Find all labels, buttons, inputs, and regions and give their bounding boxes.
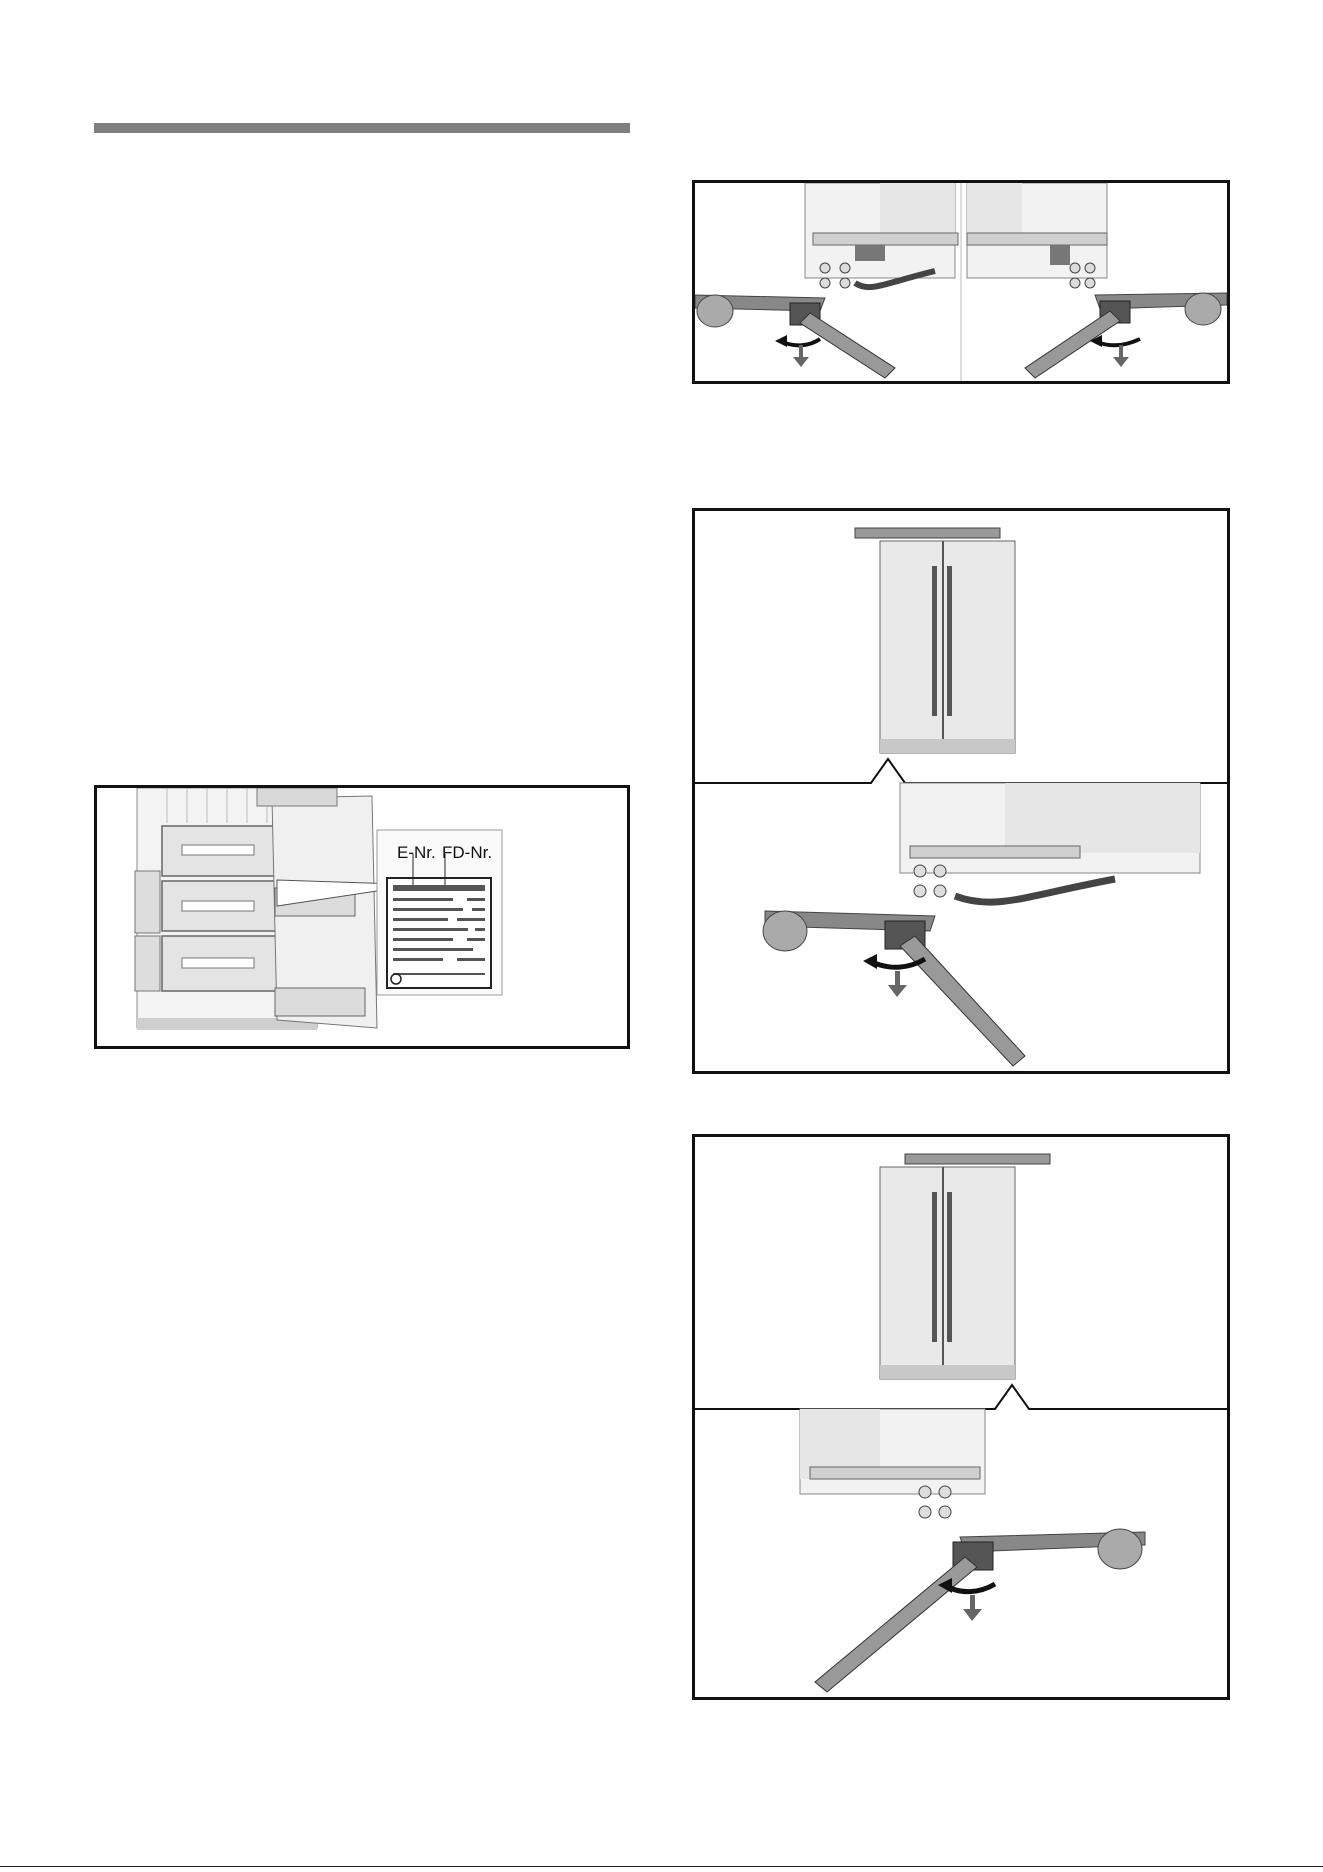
refrigerator-level-left-illustration bbox=[695, 511, 1227, 1071]
spirit-level bbox=[855, 528, 1000, 538]
e-nr-label: E-Nr. bbox=[397, 843, 436, 863]
fd-nr-label: FD-Nr. bbox=[442, 843, 492, 863]
screwdriver-icon bbox=[900, 936, 1025, 1066]
down-arrow-icon bbox=[888, 971, 907, 997]
down-arrow-icon bbox=[1113, 345, 1129, 367]
footer-rule bbox=[0, 1866, 1323, 1867]
refrigerator-level-right-illustration bbox=[695, 1137, 1227, 1697]
refrigerator-icon bbox=[880, 541, 1015, 753]
section-heading-rule bbox=[94, 123, 630, 133]
leveling-front-left-figure bbox=[692, 508, 1230, 1074]
screwdriver-icon bbox=[800, 313, 895, 378]
refrigerator-icon bbox=[880, 1167, 1015, 1379]
freezer-interior-illustration bbox=[97, 788, 627, 1046]
leveling-front-right-figure bbox=[692, 1134, 1230, 1700]
leveling-feet-illustration bbox=[695, 183, 1227, 381]
leveling-feet-both-sides-figure bbox=[692, 180, 1230, 384]
rating-plate-figure: E-Nr. FD-Nr. bbox=[94, 785, 630, 1049]
down-arrow-icon bbox=[793, 345, 809, 367]
down-arrow-icon bbox=[963, 1595, 982, 1621]
screwdriver-icon bbox=[815, 1557, 977, 1692]
spirit-level bbox=[905, 1154, 1050, 1164]
